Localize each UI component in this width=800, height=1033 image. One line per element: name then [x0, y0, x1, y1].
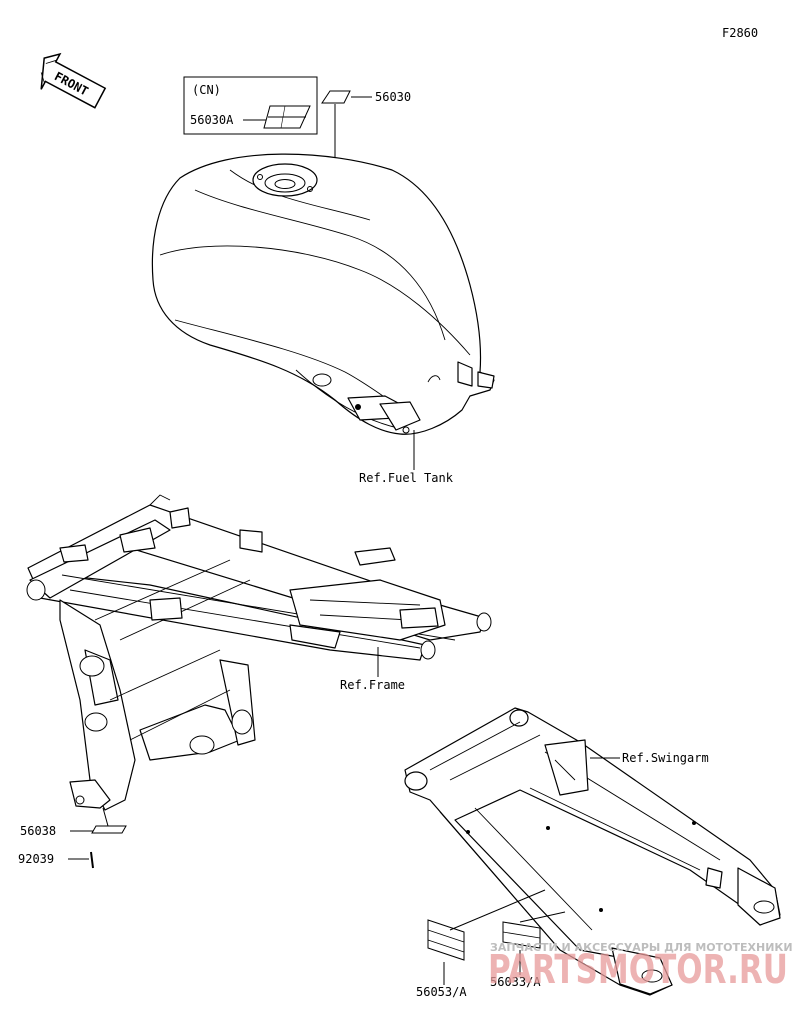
- cn-note: (CN): [192, 83, 221, 97]
- label-sticker-56053a: [427, 919, 465, 961]
- swingarm: [404, 707, 781, 996]
- figure-code: F2860: [722, 26, 758, 40]
- cn-variant-box: (CN) 56030A: [183, 76, 318, 135]
- ref-swingarm-label: Ref.Swingarm: [622, 751, 709, 765]
- part-56053a-label: 56053/A: [416, 985, 467, 999]
- part-56033a-label: 56033/A: [490, 975, 541, 989]
- label-sticker-56033a: [502, 921, 541, 949]
- part-92039-label: 92039: [18, 852, 54, 866]
- frame: [26, 494, 492, 811]
- part-56038-label: 56038: [20, 824, 56, 838]
- watermark-tagline: ЗАПЧАСТИ И АКСЕССУАРЫ ДЛЯ МОТОТЕХНИКИ: [490, 941, 793, 954]
- part-56030a-label: 56030A: [190, 113, 234, 127]
- front-arrow-icon: FRONT: [40, 52, 107, 109]
- ref-fuel-tank-label: Ref.Fuel Tank: [359, 471, 454, 485]
- part-56030-label: 56030: [375, 90, 411, 104]
- tie-band-56038: [91, 825, 127, 834]
- watermark-logo: PARTSMOTOR.RU: [488, 947, 788, 993]
- fuel-tank: [151, 153, 495, 435]
- label-sticker-56030a: [263, 105, 311, 129]
- ref-frame-label: Ref.Frame: [340, 678, 405, 692]
- clamp-92039: [90, 851, 94, 869]
- label-sticker-56030: [321, 90, 351, 104]
